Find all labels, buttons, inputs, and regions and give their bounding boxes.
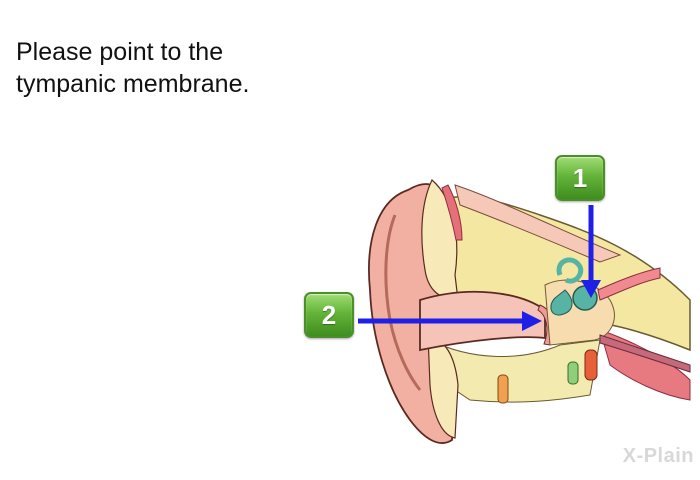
- question-text: Please point to the tympanic membrane.: [16, 38, 250, 98]
- eustachian-tube: [599, 334, 691, 373]
- vessel-orange: [497, 374, 509, 404]
- xplain-logo: X-Plain: [622, 445, 694, 467]
- answer-button-1[interactable]: 1: [555, 155, 605, 201]
- auditory-nerve: [597, 267, 661, 301]
- muscle-upper: [441, 184, 463, 241]
- skin-upper: [454, 184, 622, 263]
- semicircular-canal: [556, 257, 584, 284]
- vessel-green: [567, 361, 579, 385]
- pointer-arrow-head-1: [581, 280, 601, 298]
- answer-button-2[interactable]: 2: [304, 292, 354, 338]
- pointer-arrow-head-2: [522, 311, 542, 331]
- vestibule: [550, 289, 573, 316]
- vessel-red: [584, 349, 598, 381]
